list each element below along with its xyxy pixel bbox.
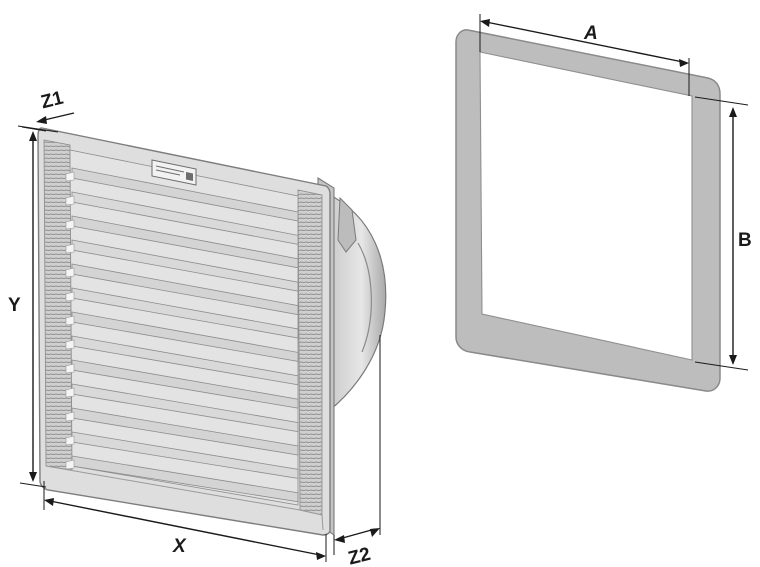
cutout-opening (479, 51, 693, 361)
brand-plate (151, 159, 197, 186)
louver-tab (65, 243, 75, 254)
louver-tab (65, 219, 75, 230)
louver-tab (65, 387, 75, 398)
motor-housing (325, 192, 387, 412)
louver-tab (65, 291, 75, 302)
dimension-label-z1: Z1 (39, 87, 66, 113)
motor-mount (337, 196, 357, 253)
louver-tab (65, 411, 75, 422)
mounting-gasket (455, 29, 721, 392)
louver-tab (65, 459, 75, 470)
louver-tab (65, 267, 75, 278)
dimension-label-b: B (738, 230, 752, 251)
dimension-label-x: X (172, 536, 187, 557)
louver-tab (65, 339, 75, 350)
louver-slats (65, 167, 299, 503)
dimension-label-z2: Z2 (346, 544, 373, 567)
louver-tab (65, 195, 75, 206)
louver-tab (65, 363, 75, 374)
louver-tab (65, 171, 75, 182)
dimension-lines (17, 14, 749, 562)
louver-tab (65, 435, 75, 446)
dimension-label-a: A (583, 23, 598, 44)
louver-tab (65, 315, 75, 326)
motor-rim (357, 242, 372, 353)
frame-bevel (45, 465, 324, 531)
right-grille (297, 189, 323, 516)
dimension-label-y: Y (8, 295, 21, 316)
fan-filter-unit (37, 127, 387, 537)
